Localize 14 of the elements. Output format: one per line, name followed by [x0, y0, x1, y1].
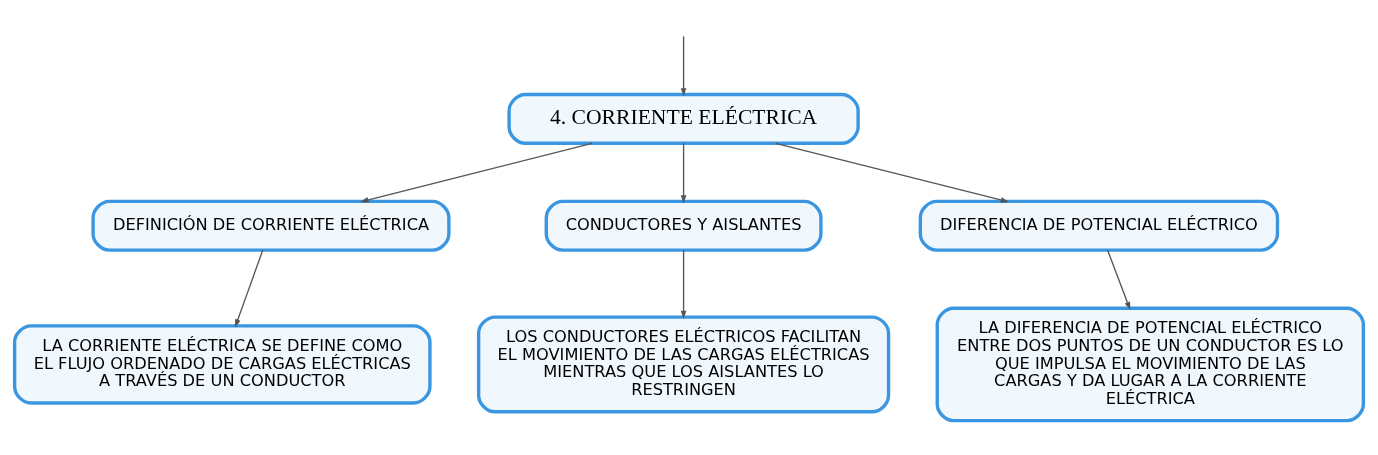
node-box: LA CORRIENTE ELÉCTRICA SE DEFINE COMO EL FLUJO ORDENADO DE CARGAS ELÉCTRICAS A TRAVÉS DE UN CONDUCTOR: [12, 323, 432, 405]
arrow: [775, 142, 1009, 203]
node-box: LOS CONDUCTORES ELÉCTRICOS FACILITAN EL MOVIMIENTO DE LAS CARGAS ELÉCTRICAS MIENTRAS QUE LOS AISLANTES LO RESTRINGEN: [476, 314, 891, 413]
arrow: [235, 249, 264, 327]
arrow: [680, 35, 687, 96]
node-box: DEFINICIÓN DE CORRIENTE ELÉCTRICA: [91, 199, 451, 252]
arrow: [1106, 249, 1131, 310]
node-box: 4. CORRIENTE ELÉCTRICA: [507, 92, 860, 145]
arrow: [360, 142, 593, 203]
arrow: [680, 142, 687, 203]
node-box: CONDUCTORES Y AISLANTES: [544, 199, 823, 252]
arrow: [680, 249, 687, 319]
node-box: DIFERENCIA DE POTENCIAL ELÉCTRICO: [918, 199, 1280, 252]
node-box: LA DIFERENCIA DE POTENCIAL ELÉCTRICO ENTRE DOS PUNTOS DE UN CONDUCTOR ES LO QUE IMPULSA EL MOVIMIENTO DE LAS CARGAS Y DA LUGAR A LA CORRIENTE ELÉCTRICA: [935, 306, 1366, 422]
